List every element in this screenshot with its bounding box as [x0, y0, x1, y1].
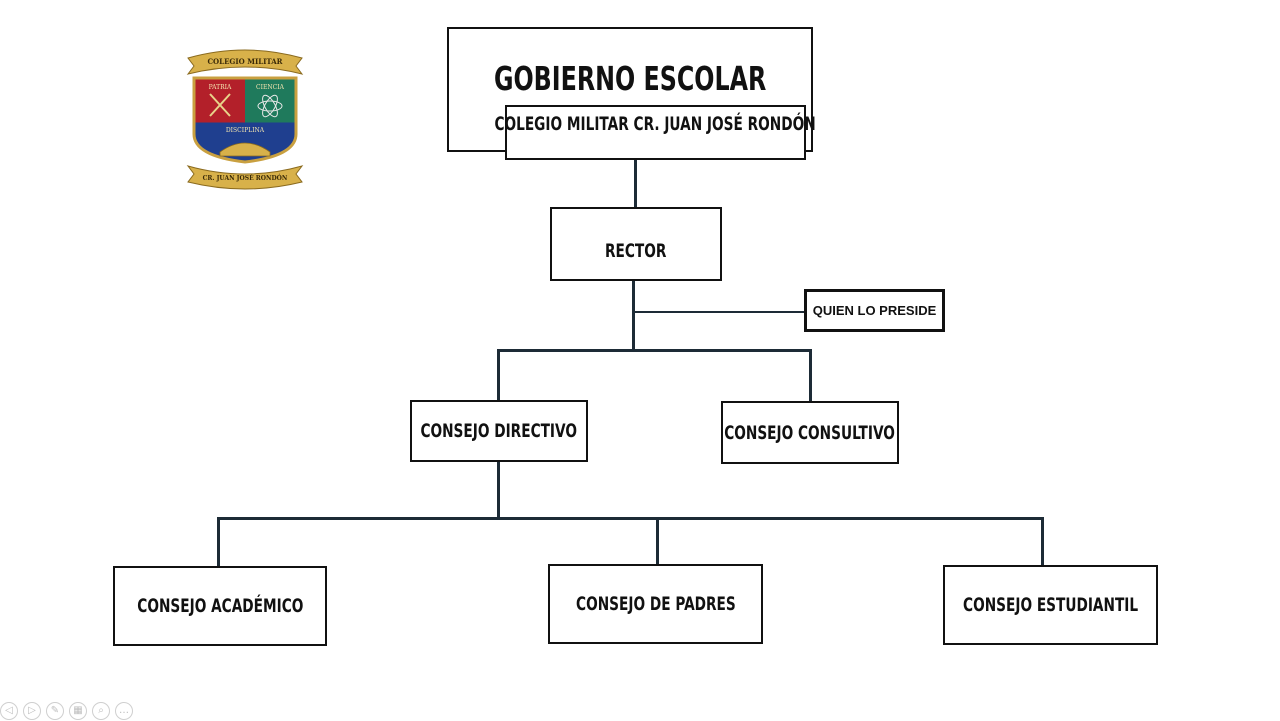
subtitle-box: COLEGIO MILITAR CR. JUAN JOSÉ RONDÓN — [495, 105, 816, 160]
node-rector: RECTOR — [550, 207, 722, 281]
connector-title-rector — [634, 158, 637, 208]
slides-grid-icon[interactable]: ▦ — [69, 702, 87, 720]
pen-icon[interactable]: ✎ — [46, 702, 64, 720]
bridge-icon — [219, 142, 271, 157]
node-preside: QUIEN LO PRESIDE — [804, 289, 945, 332]
page-title: GOBIERNO ESCOLAR — [493, 59, 767, 98]
connector-preside — [635, 311, 805, 313]
connector-rector-branch — [632, 281, 635, 351]
logo-left-field-text: PATRIA — [209, 84, 232, 91]
node-consejo-consultivo: CONSEJO CONSULTIVO — [721, 401, 899, 464]
school-crest-logo: COLEGIO MILITAR PATRIA CIENCIA DISCIPLIN… — [186, 49, 304, 190]
connector-top-horizontal — [497, 349, 812, 352]
logo-right-field-text: CIENCIA — [256, 84, 285, 91]
next-slide-icon[interactable]: ▷ — [23, 702, 41, 720]
top-ribbon — [186, 49, 304, 75]
shield-red-field — [195, 79, 245, 123]
node-consejo-padres: CONSEJO DE PADRES — [548, 564, 763, 644]
connector-academico-down — [217, 517, 220, 567]
atom-icon — [257, 94, 283, 118]
logo-top-ribbon-text: COLEGIO MILITAR — [207, 57, 282, 66]
node-consejo-directivo-label: CONSEJO DIRECTIVO — [420, 420, 578, 442]
node-rector-label: RECTOR — [605, 240, 667, 262]
connector-consultivo-down — [809, 349, 812, 402]
connector-directivo-down — [497, 349, 500, 402]
logo-bottom-ribbon-text: CR. JUAN JOSÉ RONDÓN — [203, 174, 288, 182]
crossed-swords-icon — [209, 93, 231, 117]
zoom-icon[interactable]: ⌕ — [92, 702, 110, 720]
connector-directivo-branch — [497, 461, 500, 519]
node-consejo-directivo: CONSEJO DIRECTIVO — [410, 400, 588, 462]
subtitle-text: COLEGIO MILITAR CR. JUAN JOSÉ RONDÓN — [494, 113, 817, 135]
node-consejo-academico-label: CONSEJO ACADÉMICO — [136, 595, 304, 617]
connector-bottom-horizontal — [217, 517, 1044, 520]
connector-padres-down — [656, 517, 659, 565]
node-preside-label: QUIEN LO PRESIDE — [812, 303, 937, 318]
slideshow-controls: ◁ ▷ ✎ ▦ ⌕ … — [0, 702, 133, 720]
node-consejo-estudiantil: CONSEJO ESTUDIANTIL — [943, 565, 1158, 645]
node-consejo-academico: CONSEJO ACADÉMICO — [113, 566, 327, 646]
more-options-icon[interactable]: … — [115, 702, 133, 720]
previous-slide-icon[interactable]: ◁ — [0, 702, 18, 720]
connector-estudiantil-down — [1041, 517, 1044, 565]
node-consejo-estudiantil-label: CONSEJO ESTUDIANTIL — [962, 594, 1139, 616]
logo-bottom-field-text: DISCIPLINA — [226, 127, 265, 134]
node-consejo-padres-label: CONSEJO DE PADRES — [575, 593, 736, 615]
node-consejo-consultivo-label: CONSEJO CONSULTIVO — [724, 421, 896, 444]
bottom-ribbon — [186, 165, 304, 190]
